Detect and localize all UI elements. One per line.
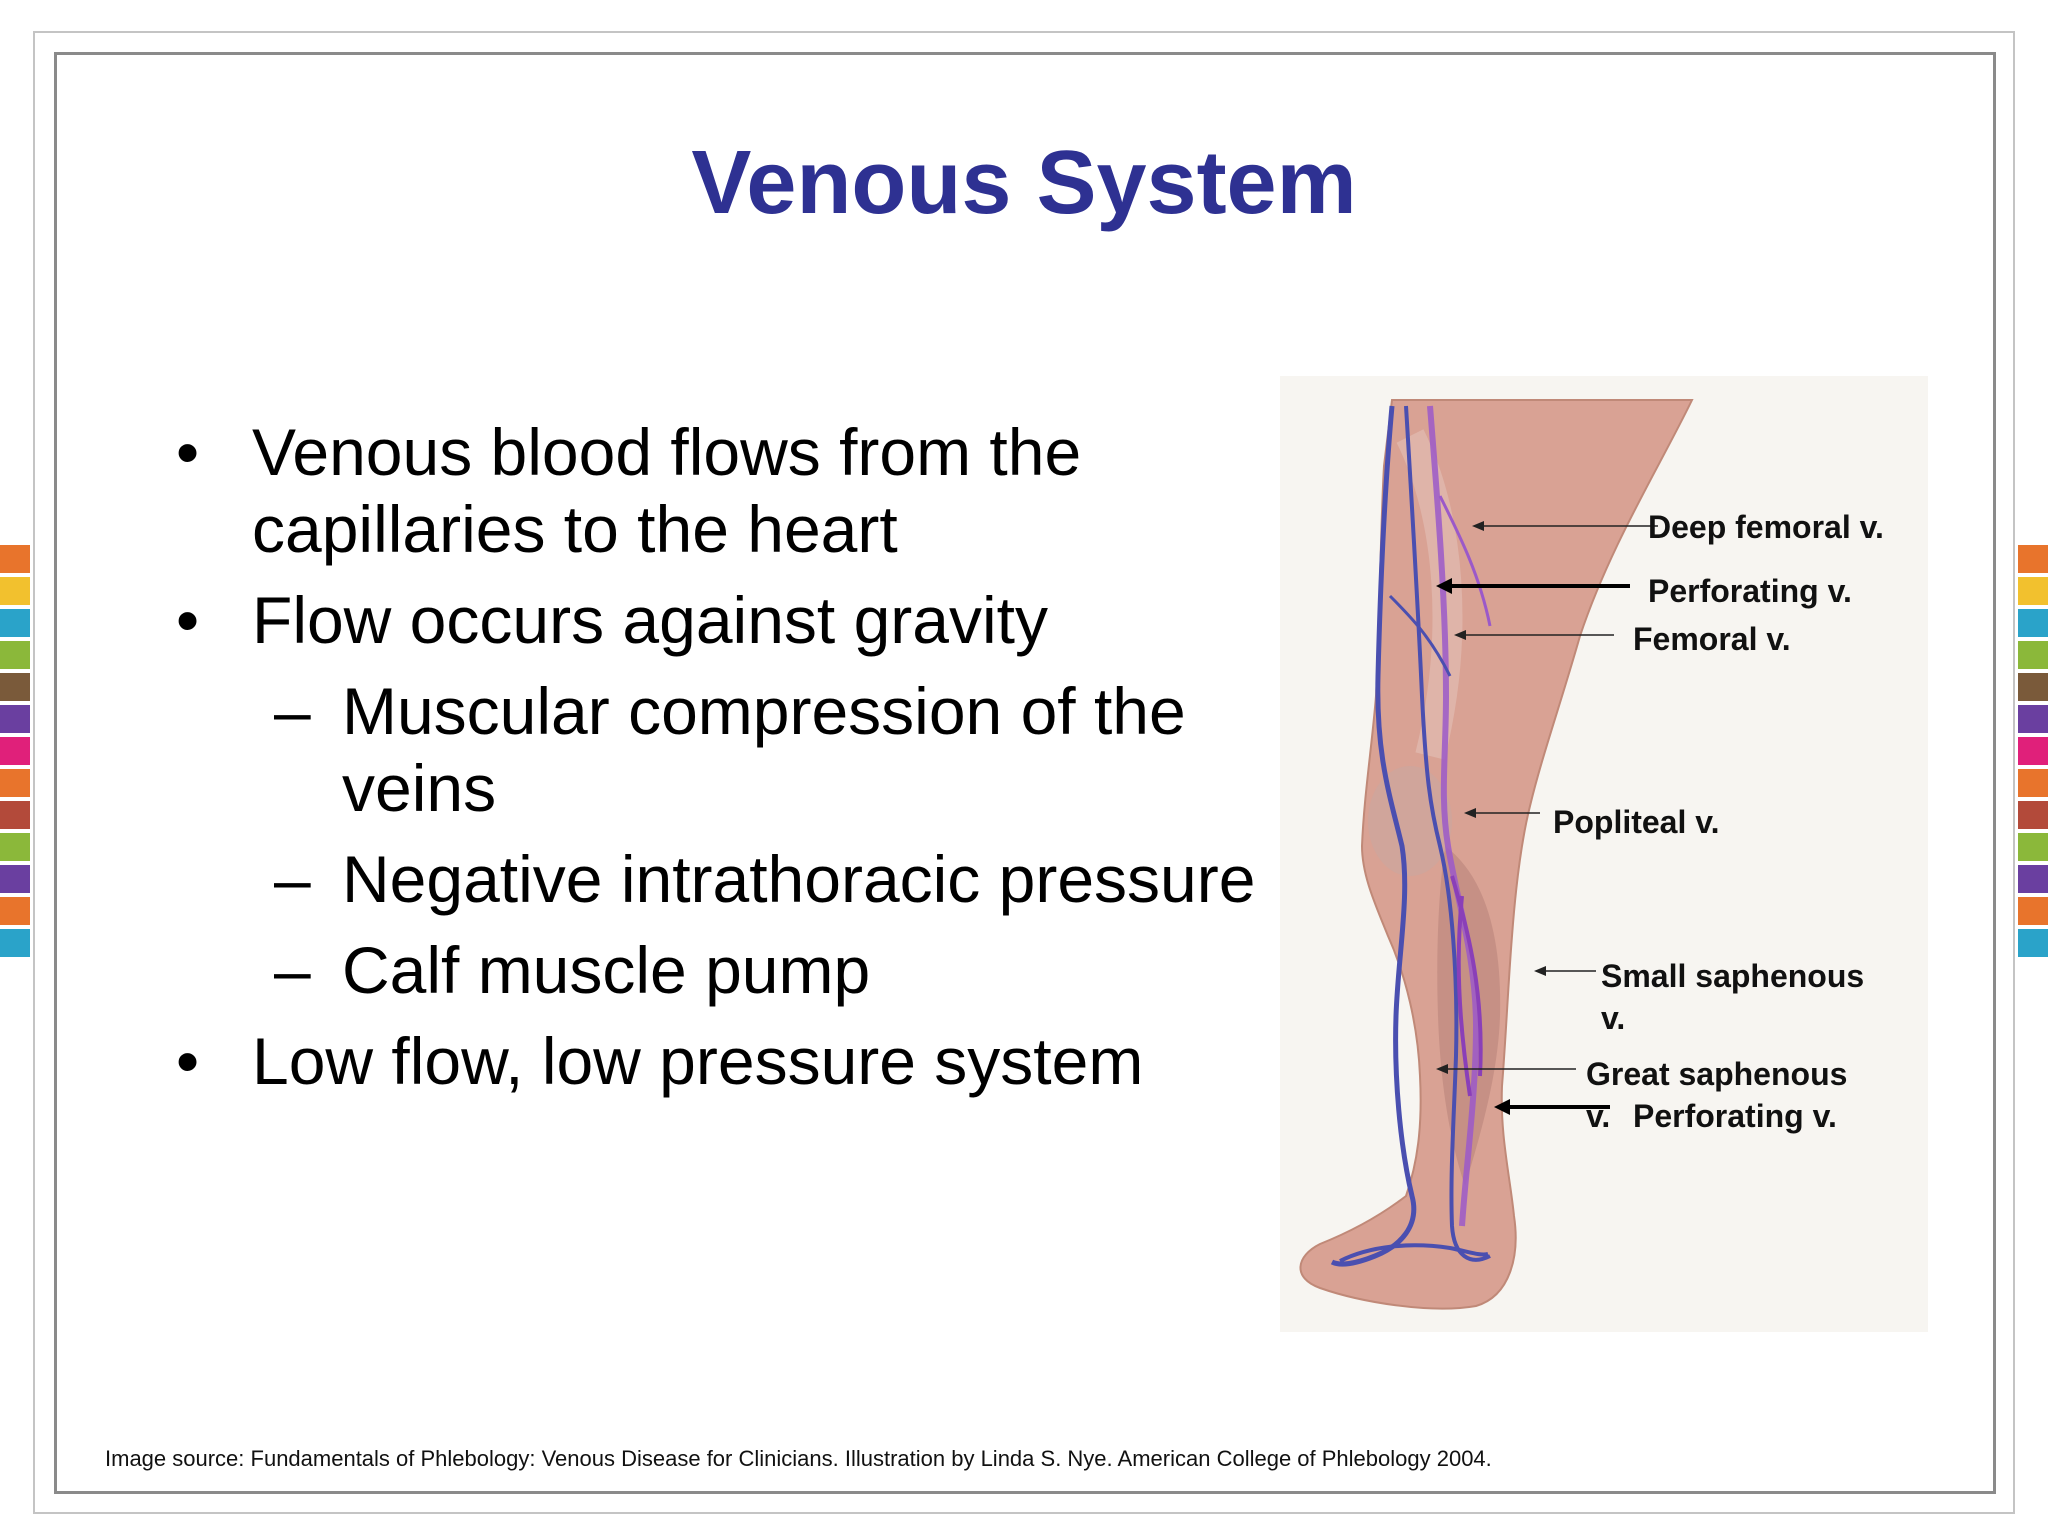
label-popliteal: Popliteal v. <box>1553 804 1720 840</box>
bullet-item: • Flow occurs against gravity <box>166 582 1266 659</box>
stripe-swatch <box>2018 929 2048 957</box>
bullet-text: Negative intrathoracic pressure <box>342 842 1256 916</box>
bullet-text: Flow occurs against gravity <box>252 583 1048 657</box>
stripe-swatch <box>0 737 30 765</box>
stripe-swatch <box>2018 609 2048 637</box>
stripe-swatch <box>0 673 30 701</box>
stripe-swatch <box>0 897 30 925</box>
slide-title: Venous System <box>691 133 1357 233</box>
label-great-saphenous: Great saphenous v. <box>1586 1056 1848 1134</box>
vein-foot <box>1339 1243 1489 1263</box>
vein-purple-deep <box>1427 405 1480 1227</box>
vein-purple-calf <box>1450 875 1483 1097</box>
bullet-marker: – <box>274 842 311 916</box>
arrow-head <box>1534 966 1546 976</box>
slide-outer-border <box>33 31 2015 1514</box>
bullet-marker: • <box>176 415 200 489</box>
bullet-list: • Venous blood flows from the capillaries… <box>166 400 1266 1100</box>
stripe-swatch <box>2018 865 2048 893</box>
stripe-swatch <box>0 609 30 637</box>
stripe-swatch <box>2018 641 2048 669</box>
arrow-head <box>1436 1064 1448 1074</box>
stripe-swatch <box>0 705 30 733</box>
stripe-swatch <box>0 641 30 669</box>
arrow-head <box>1436 578 1452 594</box>
knee-shading <box>1368 766 1452 876</box>
vein-purple-branch <box>1438 495 1492 627</box>
arrow-head <box>1472 521 1484 531</box>
stripe-swatch <box>2018 545 2048 573</box>
label-femoral: Femoral v. <box>1633 621 1791 657</box>
sub-bullet-item: –Negative intrathoracic pressure <box>166 841 1266 918</box>
stripe-swatch <box>0 833 30 861</box>
bullet-marker: • <box>176 1024 200 1098</box>
left-color-stripes <box>0 545 30 961</box>
image-source-caption: Image source: Fundamentals of Phlebology… <box>105 1446 1492 1471</box>
bullet-marker: – <box>274 674 311 748</box>
stripe-swatch <box>0 769 30 797</box>
stripe-swatch <box>2018 673 2048 701</box>
stripe-swatch <box>0 577 30 605</box>
arrow-head <box>1464 808 1476 818</box>
bullet-marker: – <box>274 933 311 1007</box>
bullet-item: • Low flow, low pressure system <box>166 1023 1266 1100</box>
bullet-text: Calf muscle pump <box>342 933 871 1007</box>
stripe-swatch <box>2018 737 2048 765</box>
label-small-saphenous: Small saphenous v. <box>1601 958 1865 1036</box>
leg-drawing <box>1299 399 1694 1310</box>
vein-blue-femoral <box>1404 405 1491 1262</box>
vein-blue-great-saphenous <box>1330 405 1417 1267</box>
stripe-swatch <box>2018 833 2048 861</box>
arrow-head <box>1494 1099 1510 1115</box>
label-perforating-lower: Perforating v. <box>1633 1098 1837 1134</box>
leg-silhouette <box>1299 399 1694 1310</box>
right-color-stripes <box>2018 545 2048 961</box>
slide-inner-border <box>54 52 1996 1494</box>
bullet-text: Muscular compression of the veins <box>342 674 1186 825</box>
stripe-swatch <box>2018 577 2048 605</box>
bullet-text: Venous blood flows from the capillaries … <box>252 415 1082 566</box>
label-perforating-upper: Perforating v. <box>1648 573 1852 609</box>
stripe-swatch <box>2018 769 2048 797</box>
sub-bullet-item: –Calf muscle pump <box>166 932 1266 1009</box>
bullet-marker: • <box>176 583 200 657</box>
stripe-swatch <box>0 801 30 829</box>
bullet-text: Low flow, low pressure system <box>252 1024 1144 1098</box>
stripe-swatch <box>2018 705 2048 733</box>
bullet-item: • Venous blood flows from the capillaries… <box>166 414 1266 568</box>
leg-vein-illustration: Deep femoral v. Perforating v. Femoral v… <box>1280 376 1928 1332</box>
vein-blue-branch <box>1388 594 1452 677</box>
stripe-swatch <box>0 545 30 573</box>
sub-bullet-item: –Muscular compression of the veins <box>166 673 1266 827</box>
stripe-swatch <box>2018 801 2048 829</box>
stripe-swatch <box>2018 897 2048 925</box>
arrow-head <box>1454 630 1466 640</box>
stripe-swatch <box>0 929 30 957</box>
stripe-swatch <box>0 865 30 893</box>
label-deep-femoral: Deep femoral v. <box>1648 509 1884 545</box>
